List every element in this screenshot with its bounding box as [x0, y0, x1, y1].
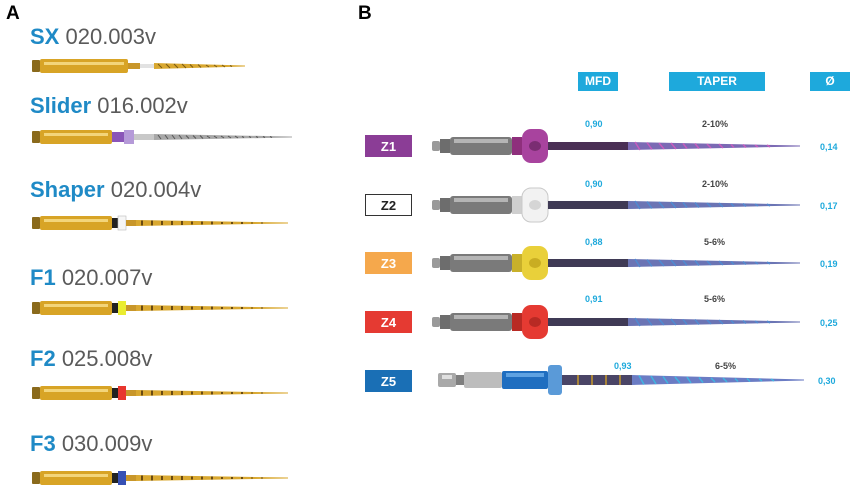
- header-diameter: Ø: [810, 72, 850, 91]
- file-f2-image: [32, 386, 288, 400]
- file-z5-image: [438, 365, 804, 395]
- file-name: Slider: [30, 93, 92, 118]
- file-size: 016.002v: [97, 93, 188, 118]
- file-name: F2: [30, 346, 56, 371]
- header-taper: TAPER: [669, 72, 765, 91]
- row-z5-mfd: 0,93: [614, 361, 632, 371]
- file-shaper-image: [32, 215, 288, 231]
- row-z2-taper: 2-10%: [702, 179, 729, 189]
- row-z3-mfd: 0,88: [585, 237, 603, 247]
- file-size: 020.003v: [65, 24, 157, 49]
- file-name: Shaper: [30, 177, 105, 202]
- row-z5-taper: 6-5%: [715, 361, 737, 371]
- file-name: F1: [30, 265, 56, 290]
- file-label-f2: F2 025.008v: [30, 346, 152, 372]
- row-z4-mfd: 0,91: [585, 294, 603, 304]
- file-z2-image: [432, 187, 800, 223]
- panel-a-letter: A: [6, 3, 20, 24]
- row-z1-mfd: 0,90: [585, 119, 603, 129]
- file-size: 020.007v: [61, 265, 153, 290]
- file-name: SX: [30, 24, 60, 49]
- row-label-z5: Z5: [365, 370, 412, 392]
- row-z4-diameter: 0,25: [820, 318, 838, 328]
- file-label-sx: SX 020.003v: [30, 24, 156, 50]
- file-label-f1: F1 020.007v: [30, 265, 152, 291]
- file-slider-image: [32, 130, 292, 144]
- row-label-z1: Z1: [365, 135, 412, 157]
- row-z5-diameter: 0,30: [818, 376, 836, 386]
- panel-b-letter: B: [358, 3, 372, 24]
- row-z3-diameter: 0,19: [820, 259, 838, 269]
- file-z1-image: [432, 129, 800, 163]
- file-z4-image: [432, 305, 800, 339]
- row-label-z3: Z3: [365, 252, 412, 274]
- row-label-z2: Z2: [365, 194, 412, 216]
- file-sx-image: [32, 59, 245, 73]
- file-size: 020.004v: [110, 177, 202, 202]
- row-z2-mfd: 0,90: [585, 179, 603, 189]
- file-name: F3: [30, 431, 56, 456]
- header-mfd: MFD: [578, 72, 618, 91]
- file-label-shaper: Shaper 020.004v: [30, 177, 201, 203]
- file-size: 025.008v: [61, 346, 153, 371]
- row-z4-taper: 5-6%: [704, 294, 726, 304]
- row-label-z4: Z4: [365, 311, 412, 333]
- file-size: 030.009v: [61, 431, 153, 456]
- file-label-f3: F3 030.009v: [30, 431, 152, 457]
- row-z3-taper: 5-6%: [704, 237, 726, 247]
- file-z3-image: [432, 246, 800, 280]
- file-label-slider: Slider 016.002v: [30, 93, 188, 119]
- file-f3-image: [32, 471, 288, 485]
- row-z1-diameter: 0,14: [820, 142, 838, 152]
- row-z2-diameter: 0,17: [820, 201, 838, 211]
- file-f1-image: [32, 301, 288, 315]
- row-z1-taper: 2-10%: [702, 119, 729, 129]
